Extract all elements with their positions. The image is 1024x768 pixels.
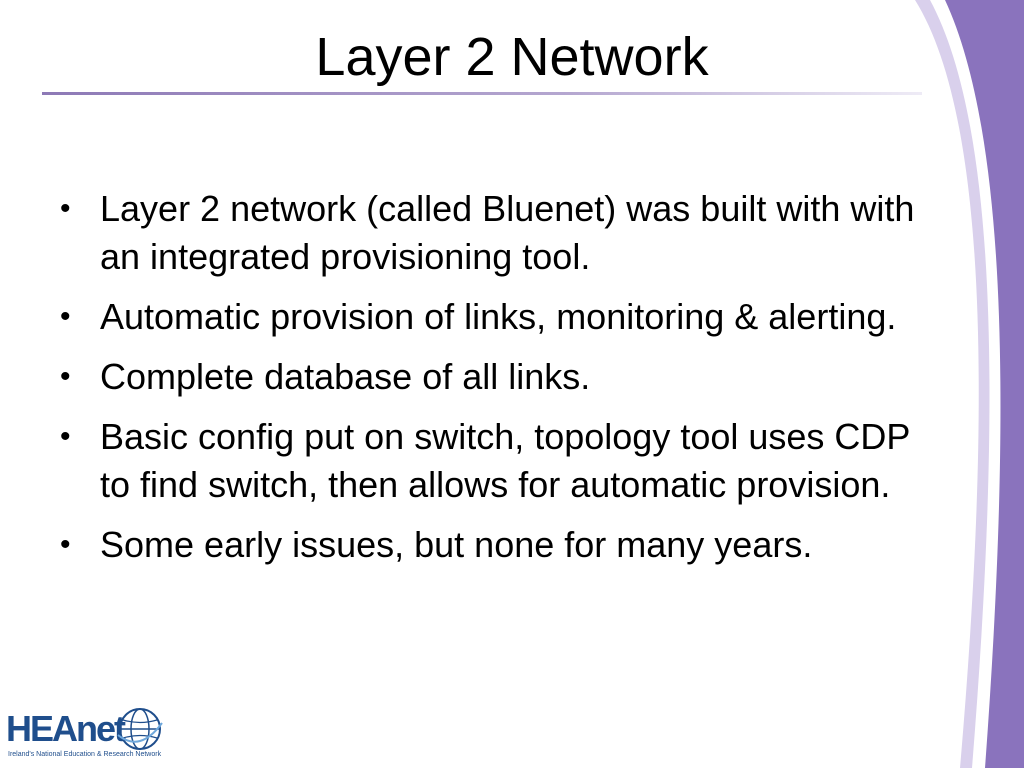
bullet-list: • Layer 2 network (called Bluenet) was b… (60, 185, 940, 581)
bullet-glyph: • (60, 360, 71, 393)
bullet-glyph: • (60, 528, 71, 561)
bullet-text-1: Layer 2 network (called Bluenet) was bui… (100, 188, 915, 277)
slide-title: Layer 2 Network (315, 27, 709, 87)
bullet-item-5: • Some early issues, but none for many y… (60, 521, 940, 569)
logo-tagline: Ireland's National Education & Research … (8, 751, 162, 758)
bullet-text-5: Some early issues, but none for many yea… (100, 524, 813, 565)
bullet-glyph: • (60, 300, 71, 333)
globe-icon (117, 708, 163, 750)
swoosh-purple-band (945, 0, 1024, 768)
bullet-item-3: • Complete database of all links. (60, 353, 940, 401)
bullet-text-2: Automatic provision of links, monitoring… (100, 296, 897, 337)
bullet-item-4: • Basic config put on switch, topology t… (60, 413, 940, 509)
bullet-glyph: • (60, 192, 71, 225)
bullet-text-3: Complete database of all links. (100, 356, 591, 397)
bullet-item-1: • Layer 2 network (called Bluenet) was b… (60, 185, 940, 281)
bullet-item-2: • Automatic provision of links, monitori… (60, 293, 940, 341)
heanet-logo: HEAnet Ireland's National Education & Re… (6, 703, 166, 765)
bullet-text-4: Basic config put on switch, topology too… (100, 416, 910, 505)
bullet-glyph: • (60, 420, 71, 453)
title-divider (42, 92, 922, 95)
logo-wordmark: HEAnet (6, 708, 126, 749)
